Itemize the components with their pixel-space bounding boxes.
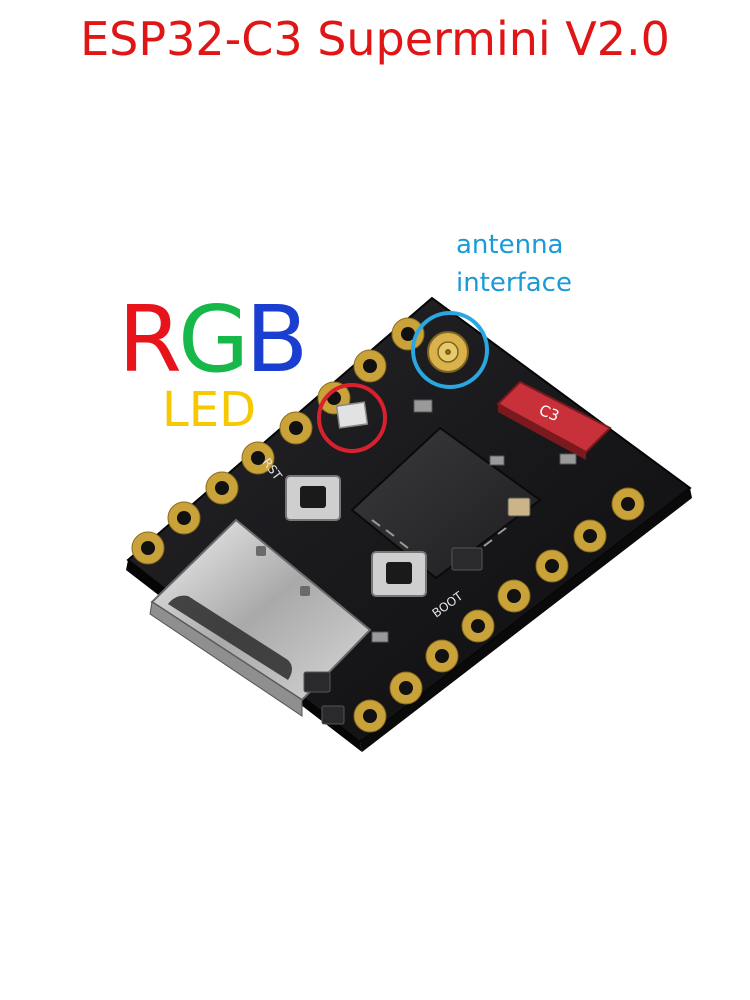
rgb-letter-g: G <box>177 286 249 393</box>
page-title: ESP32-C3 Supermini V2.0 <box>80 12 670 66</box>
left-pin-holes <box>141 327 415 555</box>
antenna-label-line-1: antenna <box>456 230 564 260</box>
esp32-c3-chip <box>350 426 542 580</box>
pcb-edge-right <box>360 488 692 752</box>
rgb-letter-r: R <box>118 286 182 393</box>
rgb-label: RGB <box>118 290 318 390</box>
antenna-interface-label: antenna interface <box>456 226 606 302</box>
boot-button <box>371 551 427 597</box>
led-highlight-circle <box>317 383 387 453</box>
rst-button <box>285 475 341 521</box>
led-label: LED <box>162 382 257 438</box>
bottom-pin-holes <box>363 497 635 723</box>
left-pin-pads <box>131 317 425 565</box>
smd-components <box>303 399 577 725</box>
antenna-highlight-circle <box>411 311 489 389</box>
antenna-label-line-2: interface <box>456 268 572 298</box>
rgb-led <box>335 401 369 429</box>
rgb-letter-b: B <box>245 286 308 393</box>
